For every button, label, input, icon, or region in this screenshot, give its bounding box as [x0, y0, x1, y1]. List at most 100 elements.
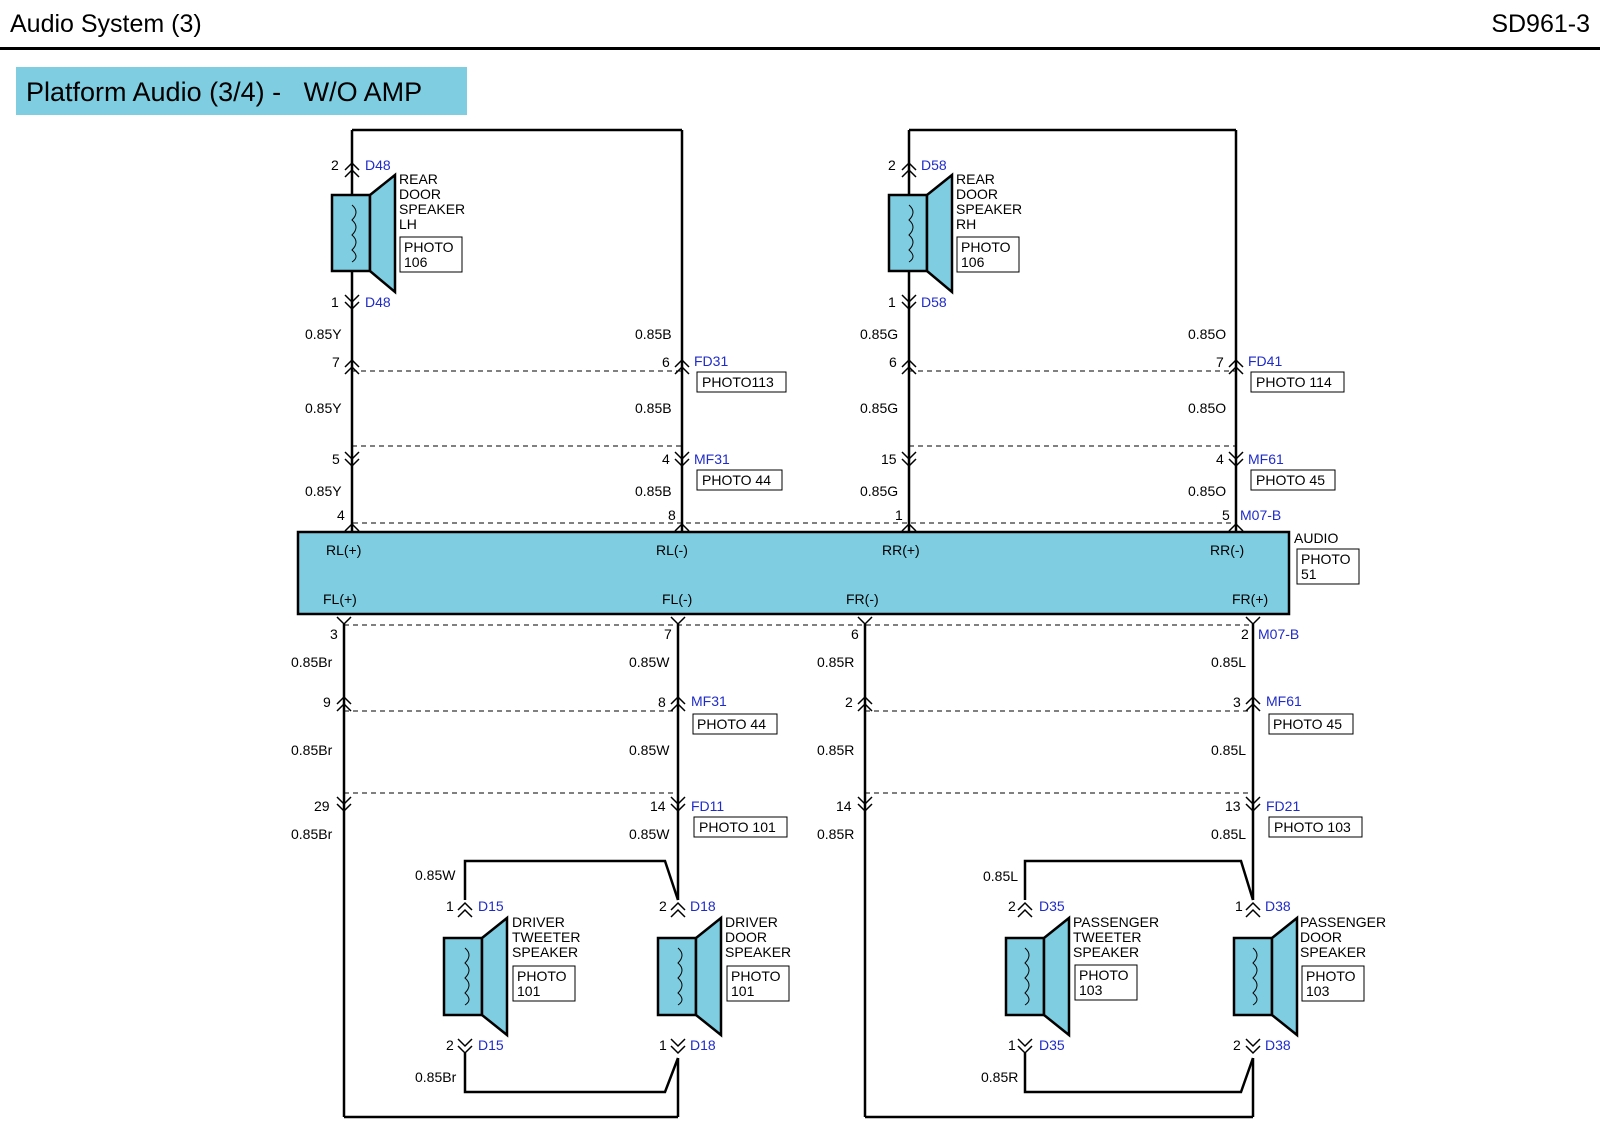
pass-tweeter-coil-icon [1024, 947, 1030, 1006]
wire-label-driver-tweeter-top: 0.85W [415, 867, 456, 883]
driver-tweeter-cone [480, 915, 509, 1038]
driver-door-pin-top: 2 [659, 898, 667, 914]
pass-tweeter-photo-number: 103 [1079, 982, 1103, 998]
section-title: Platform Audio (3/4) - W/O AMP [26, 77, 423, 107]
rear-lh-cone [368, 172, 397, 295]
audio-pin-fl-plus: 3 [330, 626, 338, 642]
audio-unit-name: AUDIO [1294, 530, 1338, 546]
wire-label-rr-plus-3: 0.85G [860, 483, 898, 499]
pass-door-pin-bottom: 2 [1233, 1037, 1241, 1053]
fd11-photo-box [693, 816, 788, 838]
pass-door-photo-label: PHOTO [1306, 968, 1356, 984]
driver-tweeter-photo-box [512, 965, 576, 1002]
driver-tweeter-name-1: DRIVER [512, 914, 565, 930]
wire-pass-tweeter-bottom [1023, 1053, 1255, 1094]
fd41-chevron-1 [901, 358, 917, 375]
rear-rh-magnet [887, 193, 929, 273]
fd21-pin-1: 14 [836, 798, 852, 814]
wire-label-fr-minus-1: 0.85R [817, 654, 854, 670]
pass-tweeter-bottom-chevron [1017, 1038, 1033, 1055]
fd31-chevron-2 [674, 358, 690, 375]
pass-door-photo-box [1301, 965, 1365, 1002]
wire-label-rl-plus-1: 0.85Y [305, 326, 342, 342]
mf61-top-photo-label: PHOTO 45 [1256, 472, 1325, 488]
wire-label-rr-plus-2: 0.85G [860, 400, 898, 416]
speaker-passenger-door: 1 D38 2 D38 PASSENGER DOOR SPEAKER PHOTO… [1232, 898, 1386, 1055]
rear-lh-top-chevron [344, 161, 360, 178]
driver-door-name-1: DRIVER [725, 914, 778, 930]
driver-tweeter-coil-icon [464, 947, 470, 1006]
pass-door-conn-bottom: D38 [1265, 1037, 1291, 1053]
driver-tweeter-conn-bottom: D15 [478, 1037, 504, 1053]
audio-terminal-fl-minus: FL(-) [662, 591, 692, 607]
pass-tweeter-cone [1042, 915, 1071, 1038]
rear-lh-coil-icon [351, 204, 357, 263]
fd21-chevron-2 [1245, 796, 1261, 813]
audio-terminal-fr-minus: FR(-) [846, 591, 879, 607]
rear-lh-name-1: REAR [399, 171, 438, 187]
driver-tweeter-top-chevron [457, 901, 473, 918]
wire-label-rl-minus-3: 0.85B [635, 483, 672, 499]
fd21-photo-label: PHOTO 103 [1274, 819, 1351, 835]
rear-rh-pin-bottom: 1 [888, 294, 896, 310]
mf31-bottom-pin-1: 9 [323, 694, 331, 710]
driver-door-conn-top: D18 [690, 898, 716, 914]
fd21-photo-box [1268, 816, 1363, 838]
rear-lh-pin-top: 2 [331, 157, 339, 173]
wire-label-fl-plus-3: 0.85Br [291, 826, 333, 842]
wire-driver-tweeter-top [463, 859, 680, 901]
wire-label-rr-minus-2: 0.85O [1188, 400, 1226, 416]
fd41-photo-box [1250, 371, 1345, 393]
wire-label-pass-tweeter-top: 0.85L [983, 868, 1018, 884]
driver-tweeter-photo-label: PHOTO [517, 968, 567, 984]
mf61-top-pin-2: 4 [1216, 451, 1224, 467]
fd11-chevron-1 [336, 796, 352, 813]
wire-label-fr-minus-3: 0.85R [817, 826, 854, 842]
speaker-driver-door: 2 D18 1 D18 DRIVER DOOR SPEAKER PHOTO 10… [656, 898, 791, 1055]
fd31-photo-box [696, 371, 787, 393]
driver-door-photo-box [726, 965, 790, 1002]
mf61-bottom-connector-label: MF61 [1266, 693, 1302, 709]
pass-tweeter-top-chevron [1017, 901, 1033, 918]
mf31-top-photo-box [696, 469, 783, 491]
mf61-bottom-photo-label: PHOTO 45 [1273, 716, 1342, 732]
pass-tweeter-conn-bottom: D35 [1039, 1037, 1065, 1053]
wire-label-pass-tweeter-bottom: 0.85R [981, 1069, 1018, 1085]
section-banner: Platform Audio (3/4) - W/O AMP [16, 67, 467, 115]
pass-door-top-chevron [1245, 901, 1261, 918]
mf61-top-photo-box [1250, 469, 1336, 491]
audio-terminal-fl-plus: FL(+) [323, 591, 357, 607]
pass-tweeter-photo-label: PHOTO [1079, 967, 1129, 983]
mf31-top-pin-1: 5 [332, 451, 340, 467]
fd41-photo-label: PHOTO 114 [1256, 374, 1332, 390]
pass-door-name-3: SPEAKER [1300, 944, 1366, 960]
rear-lh-photo-box [399, 236, 463, 273]
speaker-driver-tweeter: 1 D15 2 D15 DRIVER TWEETER SPEAKER PHOTO… [442, 898, 580, 1055]
audio-pin-rr-plus: 1 [895, 507, 903, 523]
driver-tweeter-pin-bottom: 2 [446, 1037, 454, 1053]
pass-door-name-2: DOOR [1300, 929, 1342, 945]
driver-door-conn-bottom: D18 [690, 1037, 716, 1053]
rear-lh-bottom-chevron [344, 294, 360, 311]
rear-lh-name-3: SPEAKER [399, 201, 465, 217]
driver-door-bottom-chevron [670, 1038, 686, 1055]
mf31-top-pin-2: 4 [662, 451, 670, 467]
rear-lh-conn-top: D48 [365, 157, 391, 173]
mf31-bottom-photo-label: PHOTO 44 [697, 716, 766, 732]
rear-lh-name-4: LH [399, 216, 417, 232]
wire-label-rr-minus-1: 0.85O [1188, 326, 1226, 342]
wire-label-rl-plus-2: 0.85Y [305, 400, 342, 416]
audio-unit-box [296, 530, 1291, 616]
speaker-rear-rh: 2 D58 1 D58 REAR DOOR SPEAKER RH PHOTO 1… [887, 157, 1022, 311]
driver-door-coil-icon [677, 947, 683, 1006]
mf31-top-connector-label: MF31 [694, 451, 730, 467]
rear-lh-pin-bottom: 1 [331, 294, 339, 310]
wire-label-fl-minus-2: 0.85W [629, 742, 670, 758]
pass-tweeter-name-1: PASSENGER [1073, 914, 1159, 930]
driver-door-cone [694, 915, 723, 1038]
pass-door-name-1: PASSENGER [1300, 914, 1386, 930]
audio-bottom-chevron-2 [670, 616, 686, 626]
diagram-code: SD961-3 [1491, 10, 1590, 38]
driver-tweeter-photo-number: 101 [517, 983, 541, 999]
